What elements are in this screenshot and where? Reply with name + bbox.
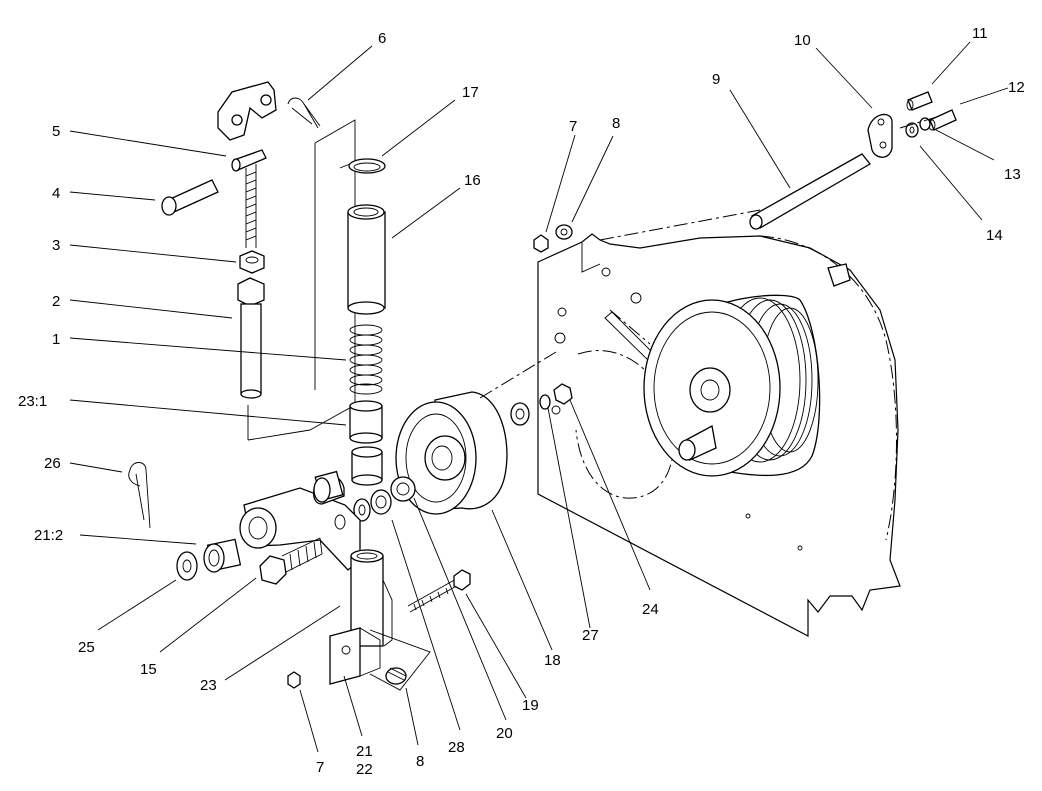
lever-washer-2 [919, 117, 931, 131]
label-15: 15 [140, 661, 157, 678]
leader-lines [69, 41, 1009, 753]
pivot-pin [231, 149, 267, 248]
spring-rod [237, 277, 265, 399]
label-20: 20 [496, 725, 513, 742]
label-21-2: 21:2 [34, 527, 63, 544]
flange-bushing [313, 470, 344, 503]
bushing-arm [203, 538, 242, 573]
housing-dashed [575, 235, 897, 541]
label-19: 19 [522, 697, 539, 714]
bracket-part [217, 81, 277, 141]
bushing-upper [349, 400, 383, 444]
label-4: 4 [52, 185, 60, 202]
label-2: 2 [52, 293, 60, 310]
label-10: 10 [794, 32, 811, 49]
label-12: 12 [1008, 79, 1025, 96]
lower-locknut [385, 667, 407, 685]
bushing-lower [351, 446, 383, 486]
center-lines [479, 115, 941, 399]
label-11: 11 [972, 25, 988, 42]
retaining-ring [339, 158, 386, 174]
cross-shaft [749, 153, 871, 230]
label-8-lower: 8 [416, 753, 424, 770]
label-23: 23 [200, 677, 217, 694]
idler-pulley [395, 391, 508, 515]
label-8-upper: 8 [612, 115, 620, 132]
upper-washer [555, 224, 573, 240]
label-21: 21 [356, 743, 373, 760]
label-24: 24 [642, 601, 659, 618]
shaft-lever [867, 113, 893, 158]
compression-spring [349, 324, 383, 395]
label-18: 18 [544, 652, 561, 669]
hub-bushing [678, 425, 717, 461]
label-14: 14 [986, 227, 1003, 244]
flange-nut [553, 383, 573, 405]
label-6: 6 [378, 30, 386, 47]
lock-washer [539, 394, 551, 410]
arm-bracket [329, 627, 431, 691]
shaft-stub [827, 263, 851, 287]
lever-bolt-2 [928, 109, 957, 131]
jam-nut [239, 250, 265, 274]
washer-flat-1 [353, 498, 371, 522]
washer-flat-2 [370, 489, 392, 515]
label-9: 9 [712, 71, 720, 88]
label-28: 28 [448, 739, 465, 756]
hair-pin-clip [287, 97, 321, 129]
spacer-washer [390, 476, 416, 502]
label-5: 5 [52, 123, 60, 140]
callout-labels: 6 17 5 16 4 3 2 1 23:1 26 21:2 25 15 23 … [18, 25, 1025, 778]
carriage-bolt [407, 569, 471, 613]
label-26: 26 [44, 455, 61, 472]
lever-bolt-1 [906, 91, 933, 111]
spacer-tube [347, 204, 386, 315]
label-22: 22 [356, 761, 373, 778]
drive-pulley [643, 294, 821, 477]
label-13: 13 [1004, 166, 1021, 183]
clevis-pin [161, 179, 219, 216]
label-25: 25 [78, 639, 95, 656]
washer-arm [176, 551, 198, 581]
pulley-washer [510, 402, 530, 426]
lever-washer-1 [905, 122, 919, 138]
lower-nut [287, 671, 301, 689]
label-27: 27 [582, 627, 599, 644]
label-7-upper: 7 [569, 118, 577, 135]
hair-pin-cotter [128, 462, 151, 529]
label-23-1: 23:1 [18, 393, 47, 410]
label-3: 3 [52, 237, 60, 254]
mounting-plate [537, 233, 901, 637]
upper-nut [533, 234, 549, 253]
label-1: 1 [52, 331, 60, 348]
assembly-outline [247, 119, 356, 441]
idler-arm [239, 474, 361, 571]
cap-screw [259, 537, 323, 585]
label-7-lower: 7 [316, 759, 324, 776]
label-16: 16 [464, 172, 481, 189]
label-17: 17 [462, 84, 479, 101]
